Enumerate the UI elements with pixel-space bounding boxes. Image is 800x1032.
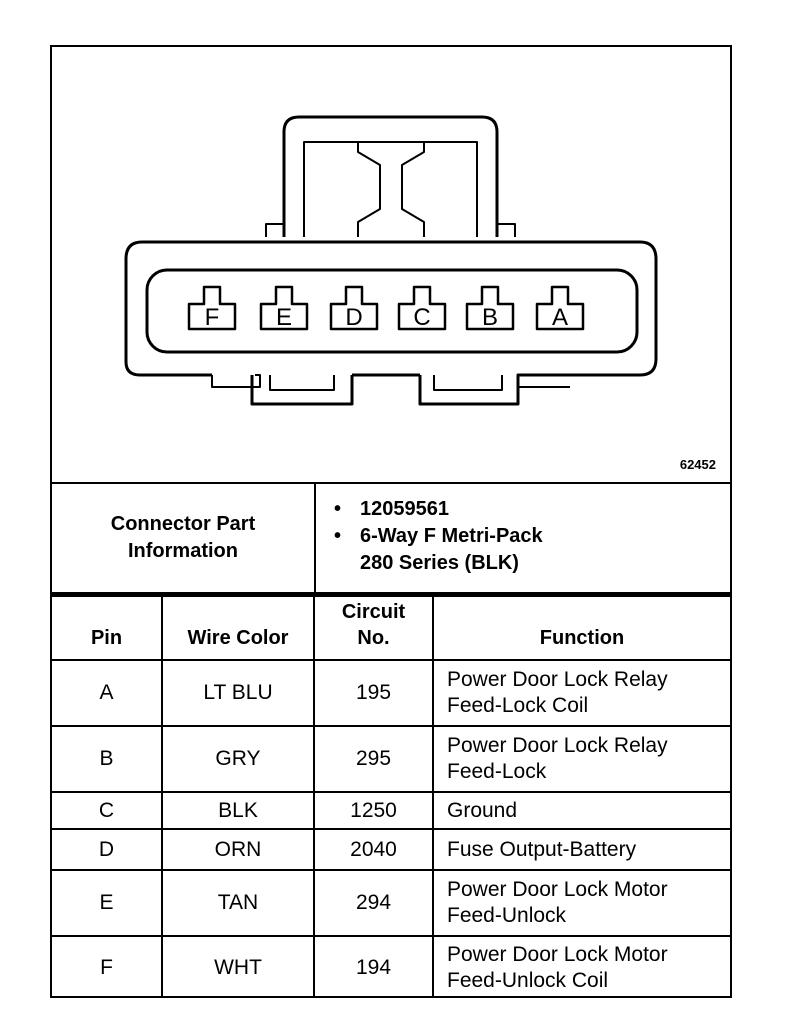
cell-function: Power Door Lock Relay Feed-Lock — [432, 725, 730, 793]
cell-circuit: 295 — [313, 725, 434, 793]
pin-table-header: Pin Wire Color Circuit No. Function — [52, 595, 730, 661]
figure-id: 62452 — [679, 457, 716, 472]
header-circuit-line2: No. — [357, 627, 390, 649]
pin-label-f: F — [205, 304, 220, 331]
part-number: 12059561 — [360, 498, 449, 520]
pin-label-b: B — [482, 304, 498, 331]
cell-wire-color: TAN — [161, 869, 315, 937]
function-line2: Feed-Unlock — [447, 904, 567, 927]
table-row: A LT BLU 195 Power Door Lock Relay Feed-… — [52, 659, 730, 727]
table-row: B GRY 295 Power Door Lock Relay Feed-Loc… — [52, 725, 730, 793]
connector-info-label: Connector Part Information — [52, 484, 316, 592]
table-row: C BLK 1250 Ground — [52, 791, 730, 830]
connector-info-label-line1: Connector Part — [110, 513, 256, 535]
header-function: Function — [432, 595, 730, 661]
table-row: E TAN 294 Power Door Lock Motor Feed-Unl… — [52, 869, 730, 937]
header-circuit: Circuit No. — [313, 595, 434, 661]
pin-table: Pin Wire Color Circuit No. Function A LT… — [52, 595, 730, 998]
cell-pin: A — [52, 659, 163, 727]
header-circuit-line1: Circuit — [341, 601, 406, 623]
header-pin: Pin — [52, 595, 163, 661]
connector-type-line2: 280 Series (BLK) — [360, 552, 519, 574]
cell-pin: B — [52, 725, 163, 793]
bullet: • — [334, 498, 342, 520]
part-number-item: • 12059561 — [334, 496, 543, 523]
cell-pin: E — [52, 869, 163, 937]
cell-wire-color: GRY — [161, 725, 315, 793]
cell-wire-color: ORN — [161, 828, 315, 871]
function-line2: Feed-Lock — [447, 760, 547, 783]
function-line1: Power Door Lock Relay — [447, 734, 668, 757]
cell-wire-color: WHT — [161, 935, 315, 998]
connector-drawing: F E D C B A — [124, 115, 658, 406]
cell-circuit: 195 — [313, 659, 434, 727]
table-row: D ORN 2040 Fuse Output-Battery — [52, 828, 730, 871]
connector-diagram: F E D C B A 62452 — [52, 47, 730, 484]
connector-type-item: • 6-Way F Metri-Pack 280 Series (BLK) — [334, 523, 543, 577]
function-line2: Feed-Unlock Coil — [447, 968, 609, 992]
connector-type: 6-Way F Metri-Pack 280 Series (BLK) — [360, 523, 543, 577]
function-line2: Feed-Lock Coil — [447, 694, 589, 717]
cell-function: Power Door Lock Motor Feed-Unlock — [432, 869, 730, 937]
connector-info-section: Connector Part Information • 12059561 • … — [52, 484, 730, 595]
cell-pin: D — [52, 828, 163, 871]
cell-pin: F — [52, 935, 163, 998]
cell-function: Ground — [432, 791, 730, 830]
pin-label-a: A — [552, 304, 568, 331]
cell-circuit: 194 — [313, 935, 434, 998]
cell-circuit: 2040 — [313, 828, 434, 871]
cell-circuit: 294 — [313, 869, 434, 937]
connector-info-label-line2: Information — [128, 540, 238, 562]
bullet: • — [334, 525, 342, 547]
cell-wire-color: LT BLU — [161, 659, 315, 727]
cell-pin: C — [52, 791, 163, 830]
pin-label-e: E — [276, 304, 292, 331]
table-row: F WHT 194 Power Door Lock Motor Feed-Unl… — [52, 935, 730, 998]
function-line1: Power Door Lock Motor — [447, 878, 668, 901]
pin-label-c: C — [413, 304, 430, 331]
cell-circuit: 1250 — [313, 791, 434, 830]
cell-function: Power Door Lock Relay Feed-Lock Coil — [432, 659, 730, 727]
function-line1: Power Door Lock Relay — [447, 668, 668, 691]
connector-sheet: F E D C B A 62452 Connector Part Informa… — [50, 45, 732, 998]
function-line1: Power Door Lock Motor — [447, 942, 668, 966]
pin-label-d: D — [345, 304, 362, 331]
cell-function: Power Door Lock Motor Feed-Unlock Coil — [432, 935, 730, 998]
cell-function: Fuse Output-Battery — [432, 828, 730, 871]
cell-wire-color: BLK — [161, 791, 315, 830]
connector-type-line1: 6-Way F Metri-Pack — [360, 525, 543, 547]
header-wire-color: Wire Color — [161, 595, 315, 661]
connector-info-list: • 12059561 • 6-Way F Metri-Pack 280 Seri… — [334, 496, 543, 577]
